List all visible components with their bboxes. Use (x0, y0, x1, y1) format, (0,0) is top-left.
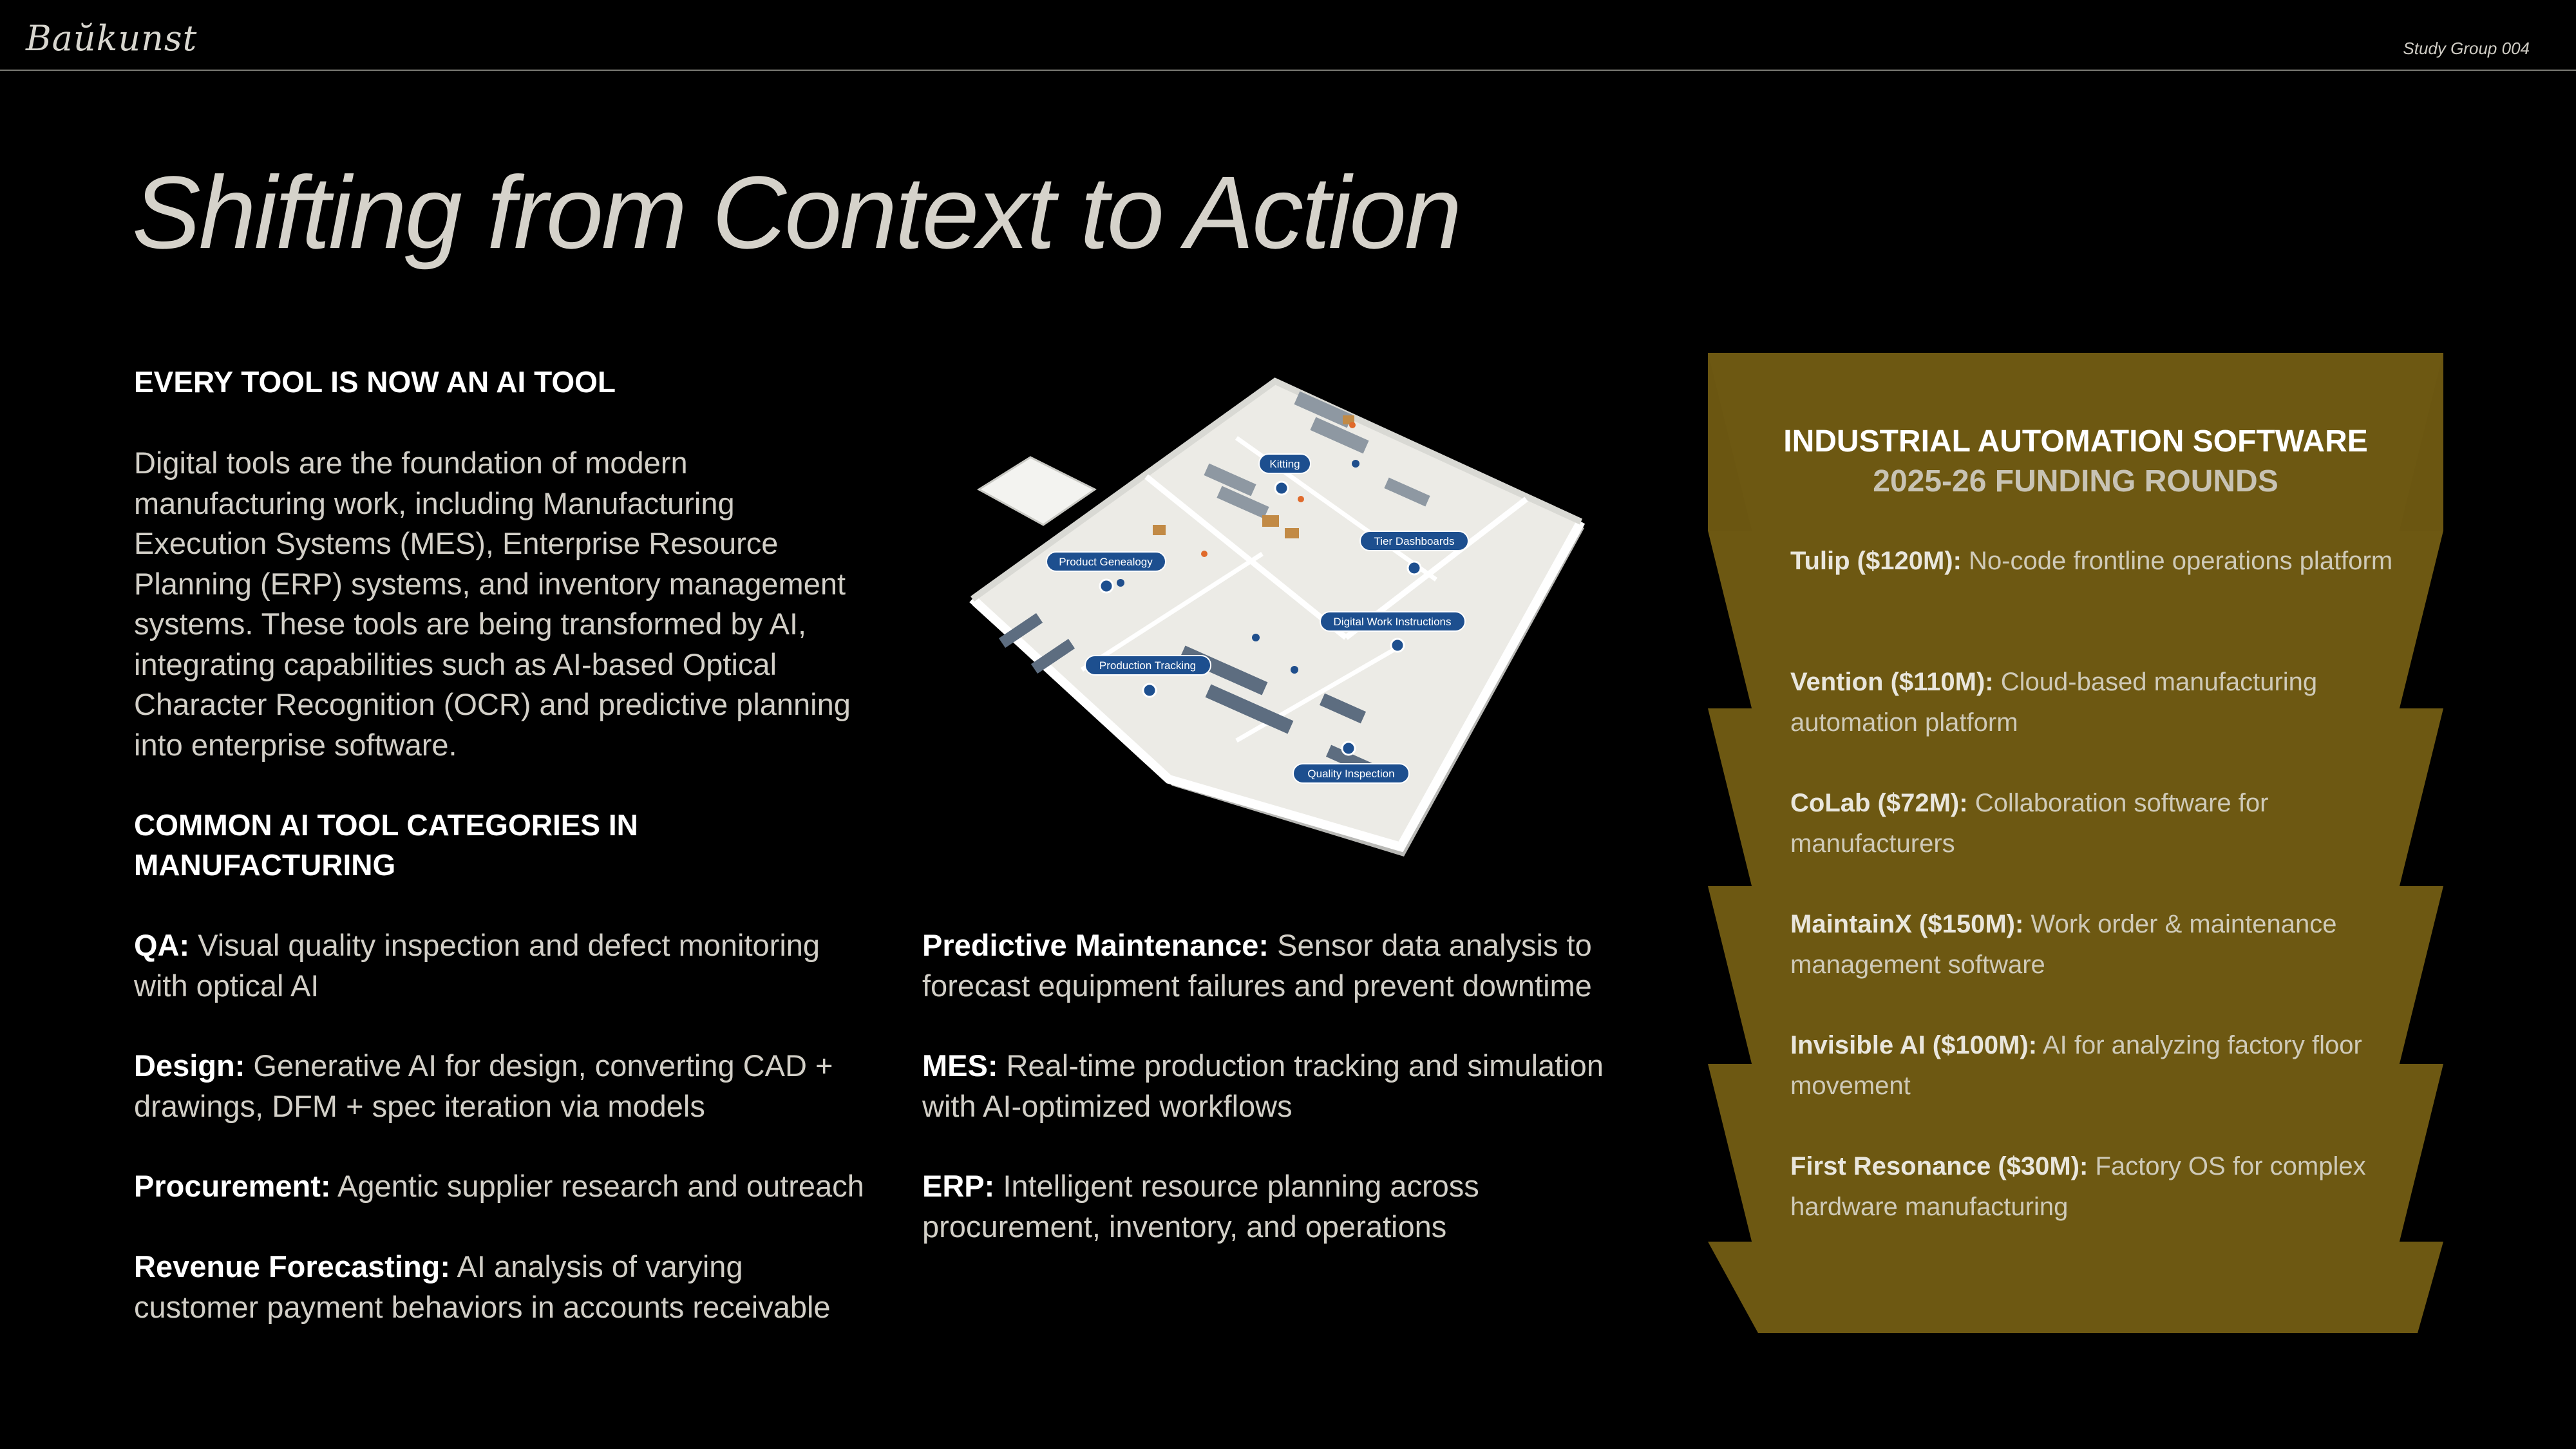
category-text: Sensor data analysis to forecast equipme… (922, 928, 1592, 1003)
category-label: ERP: (922, 1169, 995, 1203)
funding-panel-subtitle: 2025-26 FUNDING ROUNDS (1873, 464, 2278, 498)
svg-text:Digital Work Instructions: Digital Work Instructions (1334, 616, 1452, 628)
shelving-racks (1204, 391, 1430, 519)
round-label: Tulip ($120M): (1790, 547, 1962, 575)
round-label: Vention ($110M): (1790, 668, 1994, 696)
annex-machine (977, 456, 1097, 526)
round-text: Collaboration software for manufacturers (1790, 789, 2269, 858)
category-text: Generative AI for design, converting CAD… (134, 1048, 833, 1123)
category-design: Design: Generative AI for design, conver… (134, 1046, 875, 1126)
factory-floor (972, 381, 1581, 847)
study-group-label: Study Group 004 (2403, 39, 2530, 58)
category-text: Real-time production tracking and simula… (922, 1048, 1604, 1123)
category-mes: MES: Real-time production tracking and s… (922, 1046, 1637, 1126)
round-text: AI for analyzing factory floor movement (1790, 1031, 2362, 1100)
section-heading-ai-tool: EVERY TOOL IS NOW AN AI TOOL (134, 365, 616, 399)
map-label-kitting: Kitting (1258, 453, 1311, 496)
category-label: Predictive Maintenance: (922, 928, 1269, 962)
funding-round-colab: CoLab ($72M): Collaboration software for… (1790, 783, 2409, 864)
boxes (1153, 415, 1354, 538)
category-label: MES: (922, 1048, 998, 1083)
interior-wall (1235, 641, 1405, 743)
svg-text:Product Genealogy: Product Genealogy (1059, 556, 1153, 568)
funding-round-tulip: Tulip ($120M): No-code frontline operati… (1790, 541, 2409, 582)
category-erp: ERP: Intelligent resource planning acros… (922, 1166, 1637, 1247)
workers-orange (1201, 422, 1356, 557)
map-label-production-tracking: Production Tracking (1084, 655, 1211, 698)
round-text: Work order & maintenance management soft… (1790, 910, 2337, 979)
factory-back-wall (971, 377, 1583, 602)
category-predictive-maintenance: Predictive Maintenance: Sensor data anal… (922, 925, 1637, 1006)
svg-text:Tier Dashboards: Tier Dashboards (1374, 535, 1454, 547)
category-text: Visual quality inspection and defect mon… (134, 928, 820, 1003)
map-label-digital-work-instructions: Digital Work Instructions (1320, 611, 1466, 653)
factory-floor-illustration: Kitting Tier Dashboards Product Genealog… (969, 377, 1586, 857)
funding-round-invisible-ai: Invisible AI ($100M): AI for analyzing f… (1790, 1025, 2409, 1106)
category-label: Revenue Forecasting: (134, 1249, 451, 1283)
category-label: Procurement: (134, 1169, 331, 1203)
map-label-tier-dashboards: Tier Dashboards (1359, 531, 1469, 576)
category-qa: QA: Visual quality inspection and defect… (134, 925, 875, 1006)
category-procurement: Procurement: Agentic supplier research a… (134, 1166, 939, 1207)
funding-round-vention: Vention ($110M): Cloud-based manufacturi… (1790, 662, 2409, 743)
round-text: Factory OS for complex hardware manufact… (1790, 1152, 2366, 1221)
interior-wall (1081, 552, 1264, 672)
map-label-quality-inspection: Quality Inspection (1293, 741, 1410, 784)
round-label: First Resonance ($30M): (1790, 1152, 2088, 1180)
round-text: Cloud-based manufacturing automation pla… (1790, 668, 2318, 737)
intro-paragraph: Digital tools are the foundation of mode… (134, 446, 851, 762)
round-label: Invisible AI ($100M): (1790, 1031, 2038, 1059)
svg-text:Quality Inspection: Quality Inspection (1307, 768, 1394, 780)
round-text: No-code frontline operations platform (1961, 547, 2393, 575)
category-label: QA: (134, 928, 190, 962)
round-label: CoLab ($72M): (1790, 789, 1968, 817)
interior-wall (1144, 474, 1348, 640)
funding-round-first-resonance: First Resonance ($30M): Factory OS for c… (1790, 1146, 2409, 1227)
top-bar: Baŭkunst Study Group 004 (0, 0, 2576, 71)
category-revenue-forecasting: Revenue Forecasting: AI analysis of vary… (134, 1247, 875, 1327)
funding-panel-title: INDUSTRIAL AUTOMATION SOFTWARE (1783, 424, 2368, 459)
category-label: Design: (134, 1048, 245, 1083)
slide-title: Shifting from Context to Action (132, 155, 1462, 270)
map-label-product-genealogy: Product Genealogy (1046, 551, 1166, 594)
section-heading-categories: COMMON AI TOOL CATEGORIES IN MANUFACTURI… (134, 808, 638, 882)
svg-text:Production Tracking: Production Tracking (1099, 659, 1196, 672)
round-label: MaintainX ($150M): (1790, 910, 2024, 938)
brand-logo: Baŭkunst (26, 18, 198, 59)
category-text: Intelligent resource planning across pro… (922, 1169, 1479, 1244)
svg-text:Kitting: Kitting (1269, 458, 1300, 470)
funding-panel-background (1708, 353, 2443, 1333)
factory-outer-wall (969, 519, 1586, 853)
funding-round-maintainx: MaintainX ($150M): Work order & maintena… (1790, 904, 2409, 985)
category-text: Agentic supplier research and outreach (330, 1169, 864, 1203)
category-text: AI analysis of varying customer payment … (134, 1249, 831, 1324)
